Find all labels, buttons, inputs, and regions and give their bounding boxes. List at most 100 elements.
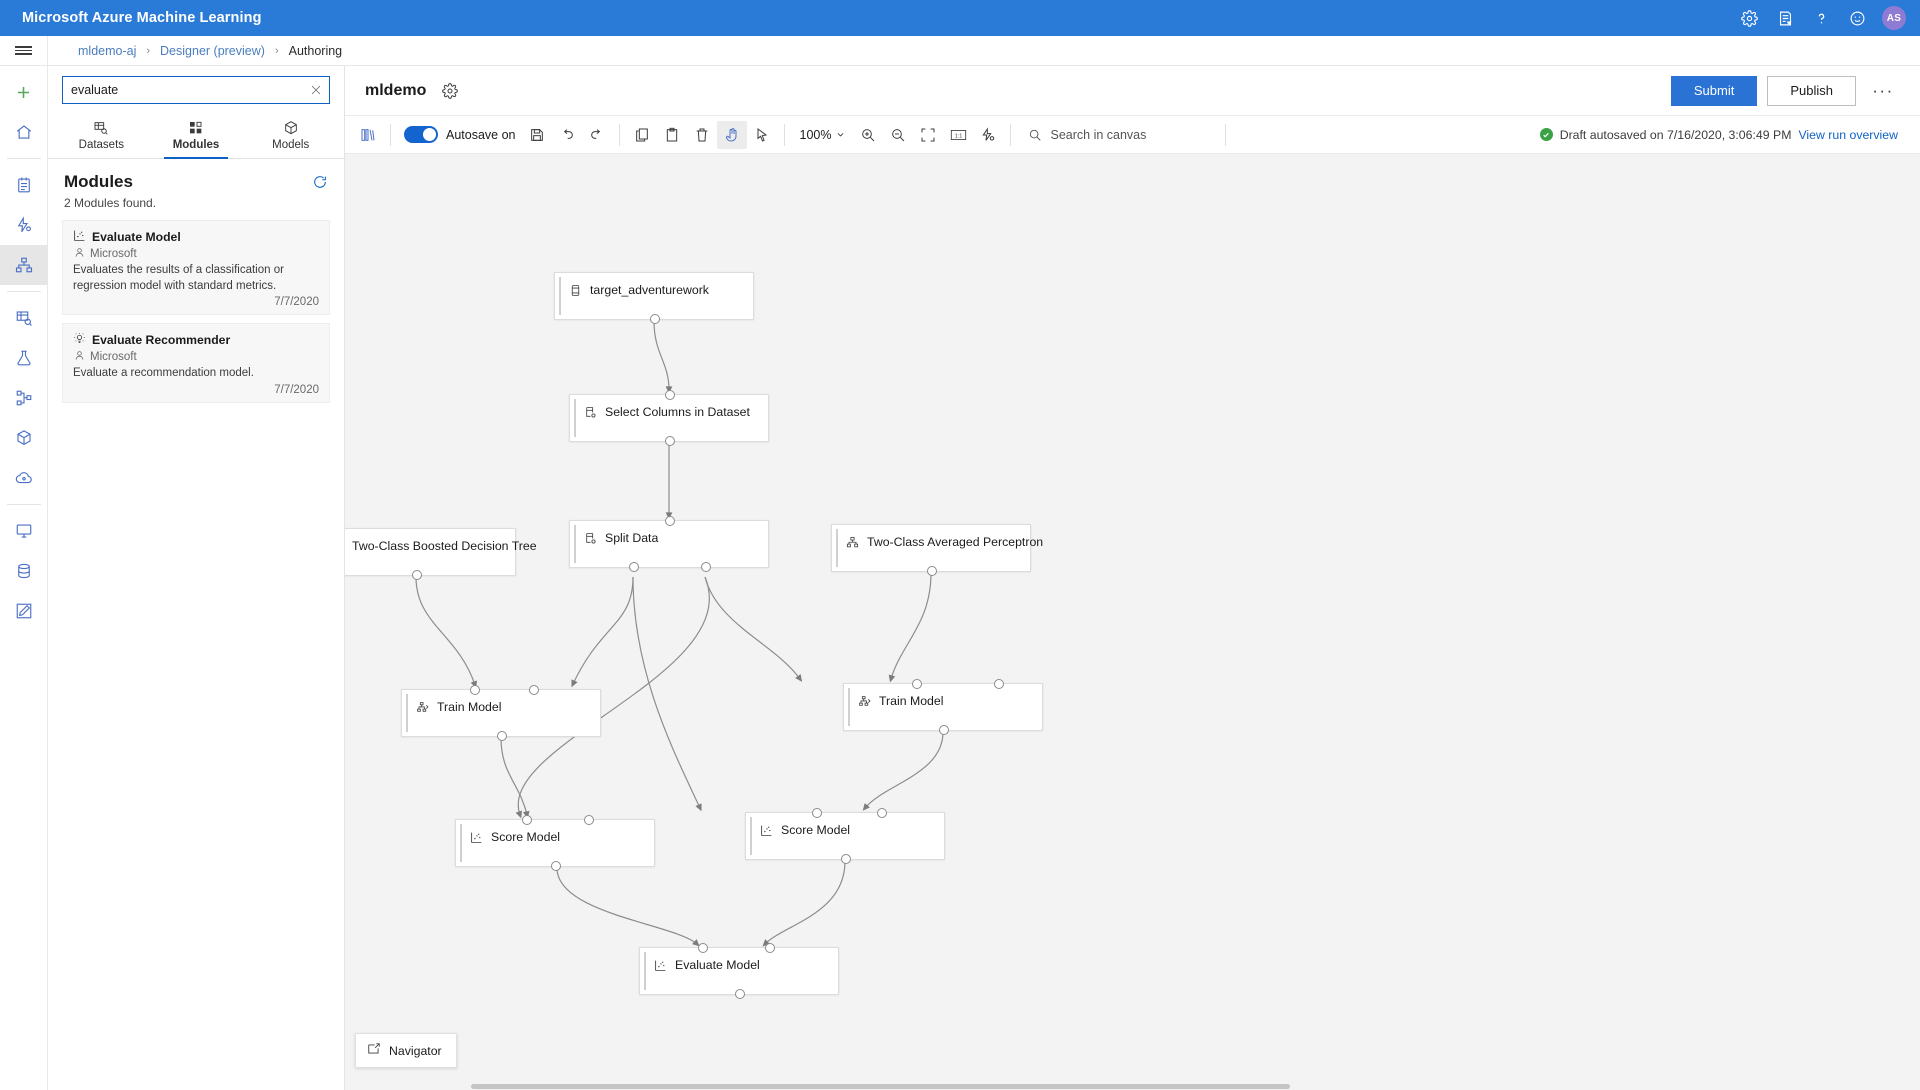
zoom-in-icon[interactable] <box>853 121 883 149</box>
output-port[interactable] <box>497 731 507 741</box>
input-port-left[interactable] <box>912 679 922 689</box>
user-avatar[interactable]: AS <box>1882 6 1906 30</box>
node-two-class-averaged-perceptron[interactable]: Two-Class Averaged Perceptron <box>831 524 1043 576</box>
settings-gear-icon[interactable] <box>1732 1 1766 35</box>
rail-item-data-labeling[interactable] <box>0 591 48 631</box>
input-port-left[interactable] <box>812 808 822 818</box>
autosave-switch[interactable] <box>404 126 438 143</box>
redo-icon[interactable] <box>582 121 612 149</box>
rail-item-models[interactable] <box>0 418 48 458</box>
rail-item-compute[interactable] <box>0 511 48 551</box>
node-split-data[interactable]: Split Data <box>569 516 769 572</box>
input-port-right[interactable] <box>584 815 594 825</box>
node-label: Select Columns in Dataset <box>605 405 750 419</box>
module-palette-panel: Datasets Modules Models Modules 2 Module… <box>48 66 345 1090</box>
auto-layout-icon[interactable] <box>973 121 1003 149</box>
node-train-model-left[interactable]: Train Model <box>401 685 601 741</box>
rail-item-home[interactable] <box>0 112 48 152</box>
output-port[interactable] <box>665 436 675 446</box>
node-two-class-boosted-decision-tree[interactable]: Two-Class Boosted Decision Tree <box>345 528 537 580</box>
palette-title: Modules <box>64 172 133 191</box>
module-date: 7/7/2020 <box>274 383 319 396</box>
search-box[interactable] <box>62 76 330 104</box>
publish-button[interactable]: Publish <box>1767 75 1856 106</box>
models-cube-icon <box>283 119 299 136</box>
list-item[interactable]: Evaluate Model Microsoft Evaluates the r… <box>62 220 330 316</box>
tab-modules[interactable]: Modules <box>149 112 244 159</box>
node-evaluate-model[interactable]: Evaluate Model <box>639 943 839 999</box>
node-label: Score Model <box>781 823 851 837</box>
output-port[interactable] <box>650 314 660 324</box>
list-item[interactable]: Evaluate Recommender Microsoft Evaluate … <box>62 323 330 403</box>
rail-item-new[interactable] <box>0 72 48 112</box>
input-port-right[interactable] <box>994 679 1004 689</box>
pipeline-settings-gear-icon[interactable] <box>442 82 459 99</box>
breadcrumb-item-workspace[interactable]: mldemo-aj <box>78 43 137 58</box>
rail-item-experiments[interactable] <box>0 338 48 378</box>
output-port[interactable] <box>412 570 422 580</box>
canvas-search-input[interactable]: Search in canvas <box>1018 128 1218 142</box>
node-score-model-right[interactable]: Score Model <box>745 808 945 864</box>
fit-to-screen-icon[interactable] <box>913 121 943 149</box>
input-port-left[interactable] <box>522 815 532 825</box>
output-port[interactable] <box>927 566 937 576</box>
smiley-feedback-icon[interactable] <box>1840 1 1874 35</box>
output-port-left[interactable] <box>629 562 639 572</box>
output-port-right[interactable] <box>701 562 711 572</box>
output-port[interactable] <box>841 854 851 864</box>
input-port-left[interactable] <box>698 943 708 953</box>
module-description: Evaluate a recommendation model. <box>73 367 254 380</box>
input-port[interactable] <box>665 390 675 400</box>
refresh-icon[interactable] <box>312 174 328 190</box>
node-score-model-left[interactable]: Score Model <box>455 815 655 871</box>
output-port[interactable] <box>551 861 561 871</box>
pan-hand-icon[interactable] <box>716 120 747 149</box>
select-pointer-icon[interactable] <box>747 121 777 149</box>
input-port-right[interactable] <box>765 943 775 953</box>
search-input[interactable] <box>63 77 303 103</box>
zoom-level-dropdown[interactable]: 100% <box>792 128 854 142</box>
submit-button[interactable]: Submit <box>1670 75 1758 106</box>
tab-models[interactable]: Models <box>243 112 338 158</box>
paste-icon[interactable] <box>657 121 687 149</box>
more-options-button[interactable]: ··· <box>1872 80 1894 100</box>
clear-search-icon[interactable] <box>303 77 329 103</box>
pipeline-canvas[interactable]: target_adventurework Select Columns in D… <box>345 154 1920 1090</box>
node-select-columns-in-dataset[interactable]: Select Columns in Dataset <box>569 390 769 446</box>
canvas-horizontal-scrollbar[interactable] <box>345 1083 1920 1090</box>
rail-item-datastores[interactable] <box>0 551 48 591</box>
output-port[interactable] <box>735 989 745 999</box>
save-icon[interactable] <box>522 121 552 149</box>
navigator-button[interactable]: Navigator <box>355 1033 457 1068</box>
toggle-palette-icon[interactable] <box>353 121 383 149</box>
rail-item-datasets[interactable] <box>0 298 48 338</box>
input-port[interactable] <box>665 516 675 526</box>
train-model-icon <box>416 701 429 714</box>
rail-item-pipelines[interactable] <box>0 378 48 418</box>
breadcrumb-item-designer[interactable]: Designer (preview) <box>160 43 265 58</box>
rail-item-designer[interactable] <box>0 245 48 285</box>
product-brand-title: Microsoft Azure Machine Learning <box>22 10 262 26</box>
copy-icon[interactable] <box>627 121 657 149</box>
input-port-right[interactable] <box>529 685 539 695</box>
output-port[interactable] <box>939 725 949 735</box>
node-train-model-right[interactable]: Train Model <box>843 679 1043 735</box>
rail-item-notebooks[interactable] <box>0 165 48 205</box>
actual-size-icon[interactable]: 1:1 <box>943 121 973 149</box>
view-run-overview-link[interactable]: View run overview <box>1798 127 1898 142</box>
module-author: Microsoft <box>90 351 137 364</box>
node-target-adventurework[interactable]: target_adventurework <box>554 272 754 324</box>
undo-icon[interactable] <box>552 121 582 149</box>
zoom-out-icon[interactable] <box>883 121 913 149</box>
tab-datasets[interactable]: Datasets <box>54 112 149 158</box>
input-port-left[interactable] <box>470 685 480 695</box>
delete-trash-icon[interactable] <box>687 121 717 149</box>
help-question-icon[interactable] <box>1804 1 1838 35</box>
input-port-right[interactable] <box>877 808 887 818</box>
hamburger-menu-icon[interactable] <box>0 35 48 66</box>
rail-item-endpoints[interactable] <box>0 458 48 498</box>
autosave-toggle[interactable]: Autosave on <box>398 126 522 143</box>
top-navigation-bar: Microsoft Azure Machine Learning <box>0 0 1920 36</box>
rail-item-automated-ml[interactable] <box>0 205 48 245</box>
feedback-document-icon[interactable] <box>1768 1 1802 35</box>
